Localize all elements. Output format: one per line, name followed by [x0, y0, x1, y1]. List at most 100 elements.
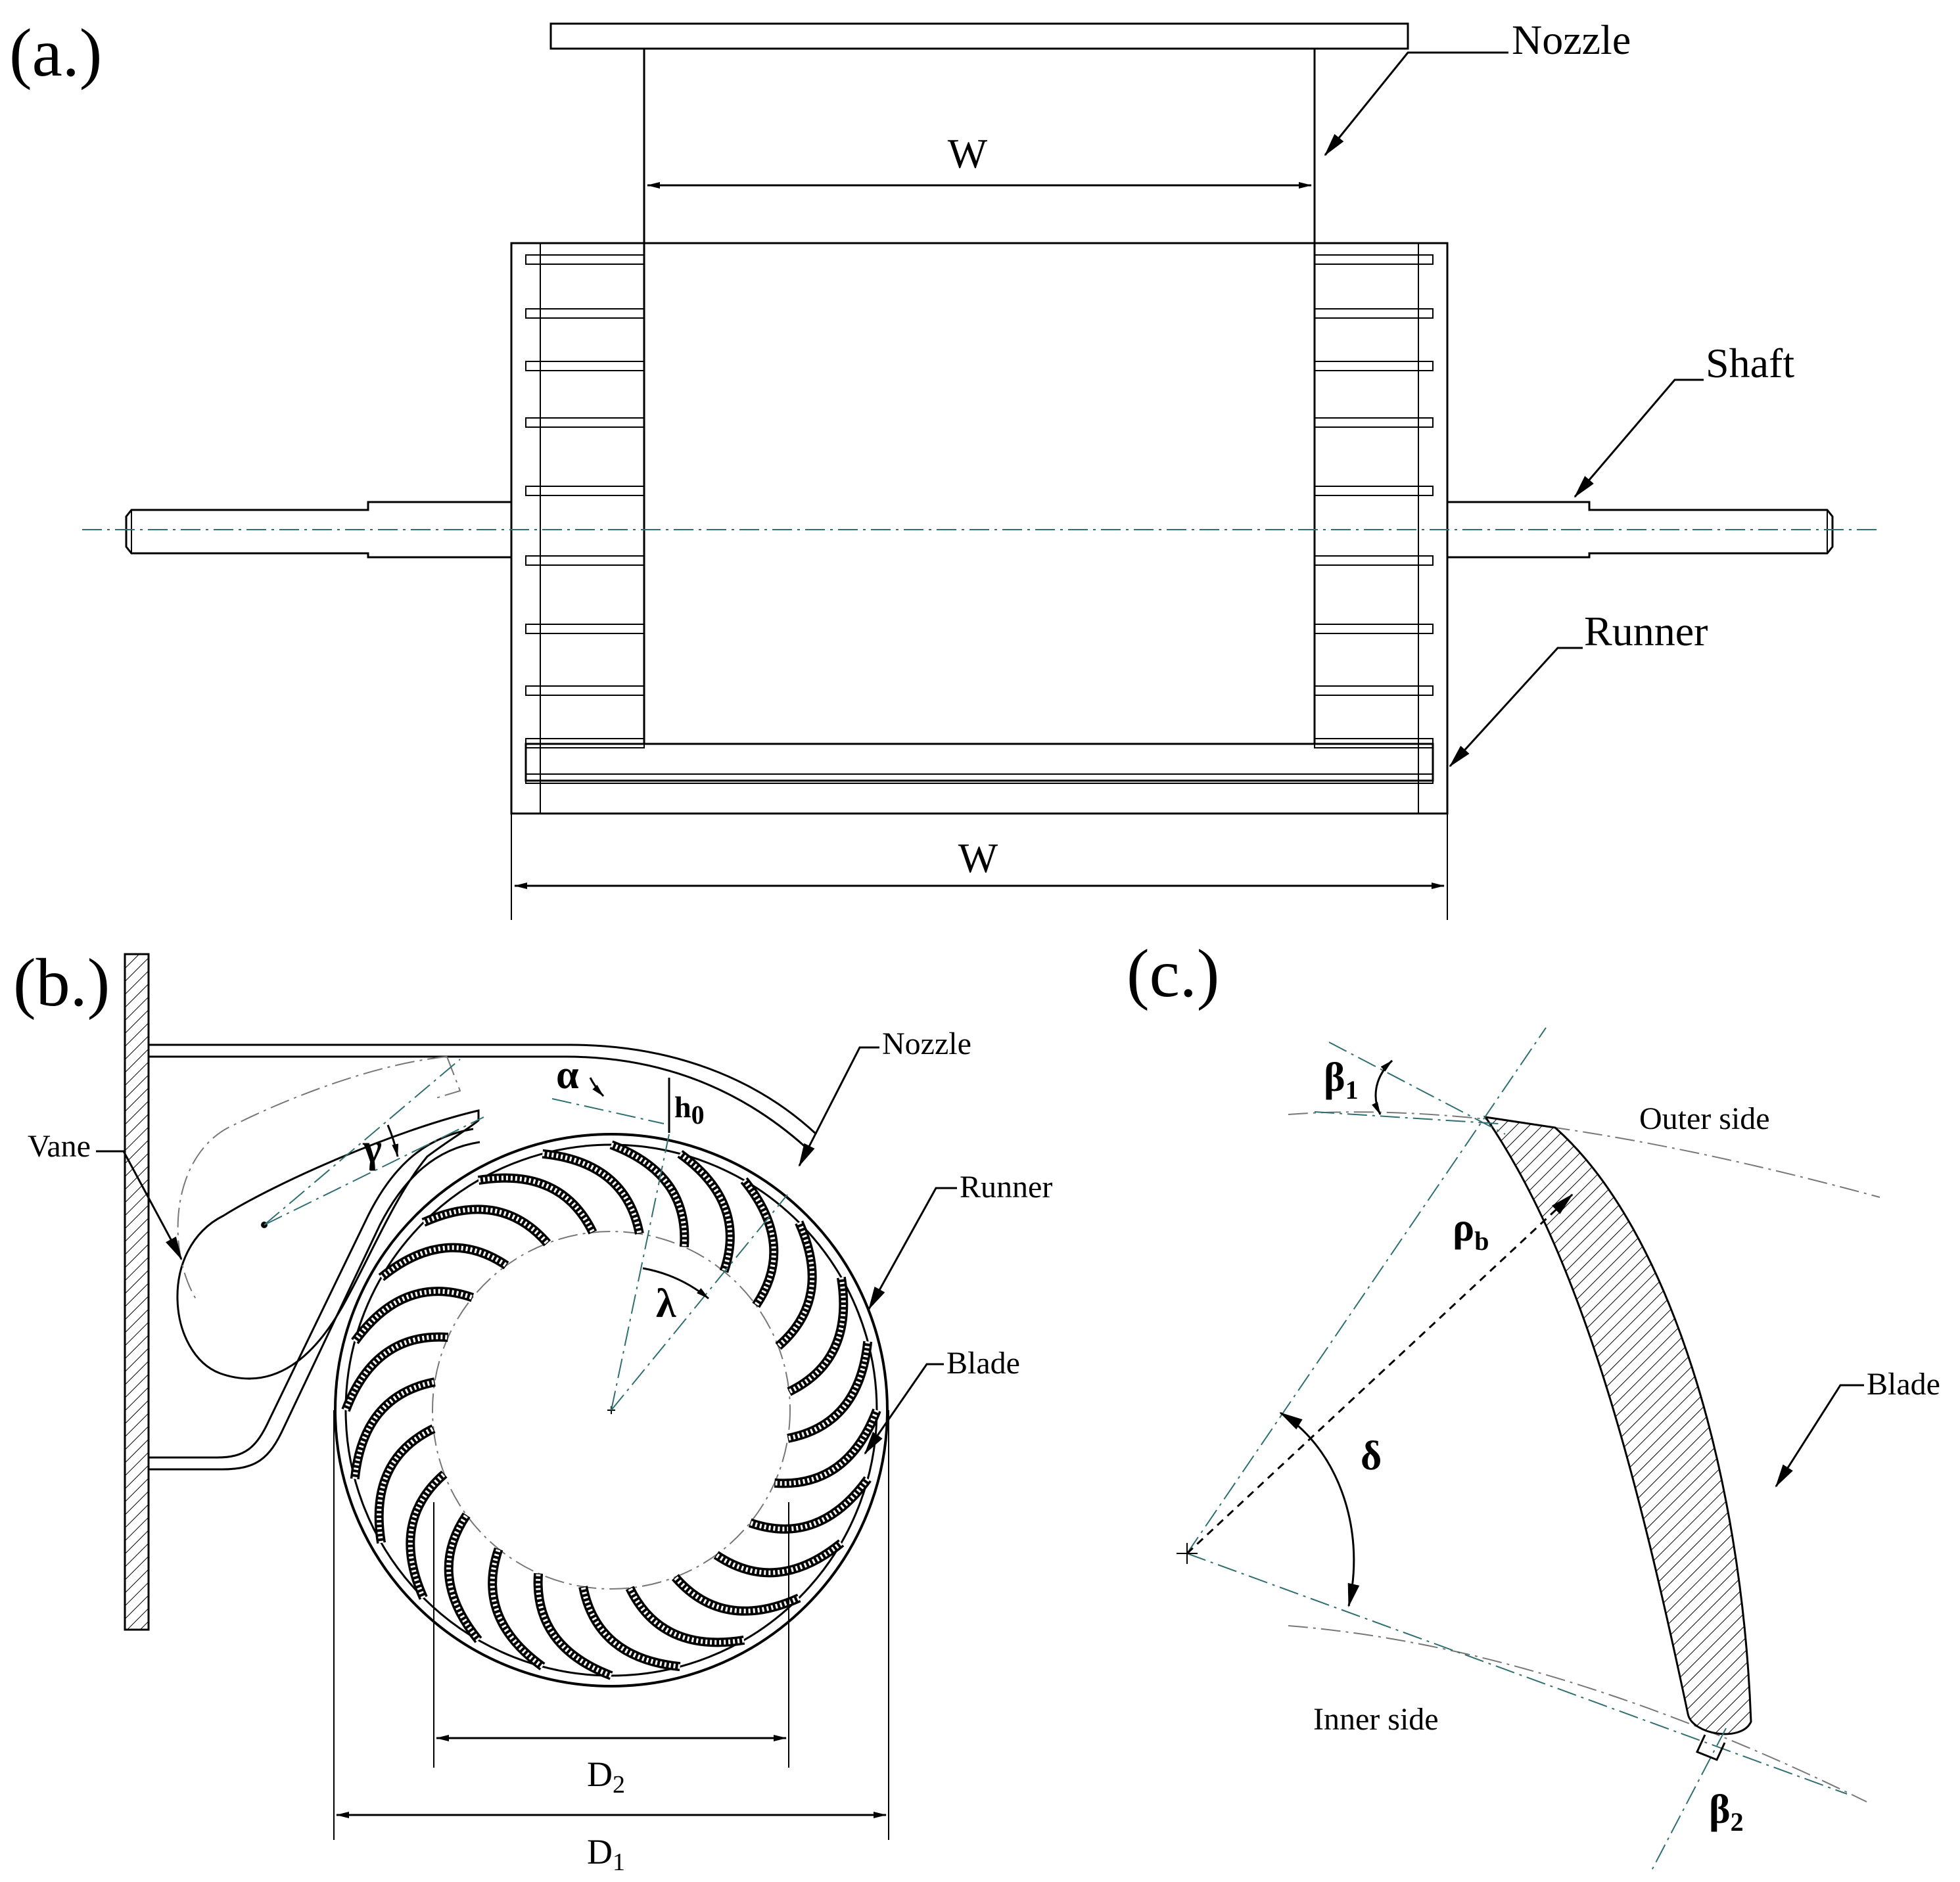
runner-slat-left — [525, 417, 645, 428]
runner-blade-hatch — [787, 1341, 870, 1441]
runner-blade-hatch — [478, 1176, 595, 1234]
runner-slat-right — [1314, 624, 1434, 634]
outer-side-curve — [1288, 1111, 1880, 1198]
runner-slat-right — [1314, 685, 1434, 696]
h0-label: h0 — [674, 1090, 705, 1130]
panel-c: (c.) Outer side Inner side δ β1 β2 ρb Bl… — [1127, 936, 1940, 1872]
beta2-mark — [1695, 1734, 1726, 1761]
runner-wheel — [334, 1133, 889, 1687]
runner-blade-hatch — [377, 1426, 435, 1544]
runner-blade-hatch — [446, 1513, 480, 1642]
runner-blade-hatch — [408, 1472, 446, 1599]
w-nozzle-label: W — [948, 130, 988, 177]
beta1-label: β1 — [1324, 1055, 1359, 1105]
nozzle-leader-b — [798, 1046, 879, 1167]
runner-blade-hatch — [742, 1178, 776, 1307]
runner-blade-hatch — [536, 1573, 613, 1678]
d2-label: D2 — [587, 1755, 625, 1799]
runner-blade-hatch — [343, 1335, 448, 1412]
beta2-label: β2 — [1709, 1787, 1744, 1837]
runner-blade — [477, 1173, 597, 1235]
runner-slat-left — [525, 254, 645, 265]
runner-blade — [748, 1476, 872, 1534]
runner-blade-hatch — [749, 1477, 870, 1532]
runner-slat-right — [1314, 361, 1434, 371]
gamma-label: γ — [362, 1126, 382, 1171]
blade-profile — [1483, 1115, 1752, 1735]
runner-label-b: Runner — [960, 1170, 1052, 1205]
nozzle-leader — [1324, 51, 1508, 156]
beta1-arc — [1372, 1059, 1393, 1115]
runner-blade — [677, 1150, 735, 1274]
rho-label: ρb — [1453, 1205, 1489, 1256]
outer-side-label: Outer side — [1639, 1101, 1770, 1136]
nozzle-flange — [549, 22, 1409, 50]
runner-blades — [341, 1140, 881, 1680]
d1-label: D1 — [587, 1832, 625, 1876]
panel-b-tag: (b.) — [13, 945, 110, 1021]
blade-label-b: Blade — [946, 1346, 1020, 1381]
runner-blade — [351, 1287, 475, 1344]
lambda-label: λ — [656, 1281, 676, 1326]
blade-leader-b — [864, 1363, 944, 1455]
runner-blade-hatch — [673, 1575, 801, 1614]
runner-slat-right — [1314, 486, 1434, 496]
delta-arc — [1279, 1412, 1360, 1607]
panel-b: (b.) γ Vane — [13, 945, 1052, 1876]
panel-a: (a.) W W Nozzle Sh — [9, 15, 1877, 920]
runner-slat-left — [525, 486, 645, 496]
runner-blade-hatch — [490, 1548, 544, 1669]
runner-blade-hatch — [787, 1277, 846, 1394]
runner-bottom-band — [525, 743, 1434, 782]
nozzle-casing — [147, 1044, 818, 1471]
runner-cylinder — [510, 242, 1449, 815]
nozzle-label-a: Nozzle — [1512, 16, 1631, 63]
runner-slat-right — [1314, 254, 1434, 265]
runner-slat-left — [525, 361, 645, 371]
runner-leader-b — [868, 1187, 957, 1310]
panel-a-tag: (a.) — [9, 15, 102, 91]
inlet-flange — [124, 953, 150, 1631]
runner-blade-hatch — [580, 1586, 680, 1669]
runner-label-a: Runner — [1584, 608, 1708, 654]
w-runner-label: W — [958, 835, 998, 881]
blade-leader-c — [1775, 1384, 1864, 1488]
runner-blade-hatch — [776, 1221, 815, 1348]
inner-side-curve — [1288, 1625, 1867, 1802]
runner-slat-bottom — [525, 773, 1434, 784]
shaft-label: Shaft — [1706, 340, 1794, 386]
runner-blade-hatch — [352, 1379, 436, 1479]
rho-radius — [1186, 1193, 1574, 1555]
shaft — [82, 501, 1877, 559]
inner-side-label: Inner side — [1313, 1702, 1439, 1737]
runner-blade — [787, 1276, 849, 1396]
blade-label-c: Blade — [1867, 1367, 1940, 1402]
nozzle-label-b: Nozzle — [882, 1026, 971, 1061]
runner-blade-hatch — [379, 1245, 508, 1279]
panel-c-tag: (c.) — [1127, 936, 1219, 1011]
runner-blade-hatch — [627, 1586, 745, 1645]
vane-label: Vane — [28, 1129, 91, 1164]
runner-slats — [525, 254, 1434, 784]
shaft-leader — [1574, 379, 1704, 498]
runner-blade — [488, 1547, 546, 1670]
alpha-label: α — [556, 1053, 579, 1097]
runner-blade — [625, 1586, 745, 1647]
vane-leader — [96, 1150, 183, 1260]
runner-blade-hatch — [714, 1541, 843, 1575]
runner-slat-left — [525, 308, 645, 319]
runner-leader — [1449, 647, 1583, 768]
runner-slat-right — [1314, 308, 1434, 319]
runner-blade-hatch — [678, 1151, 733, 1272]
runner-slat-left — [525, 624, 645, 634]
runner-blade — [374, 1424, 436, 1544]
runner-slat-right — [1314, 555, 1434, 566]
runner-blade-hatch — [352, 1289, 473, 1343]
runner-blade-hatch — [774, 1409, 879, 1486]
runner-slat-left — [525, 685, 645, 696]
runner-slat-right — [1314, 417, 1434, 428]
runner-blade-hatch — [610, 1142, 687, 1247]
runner-blade-hatch — [542, 1151, 642, 1235]
